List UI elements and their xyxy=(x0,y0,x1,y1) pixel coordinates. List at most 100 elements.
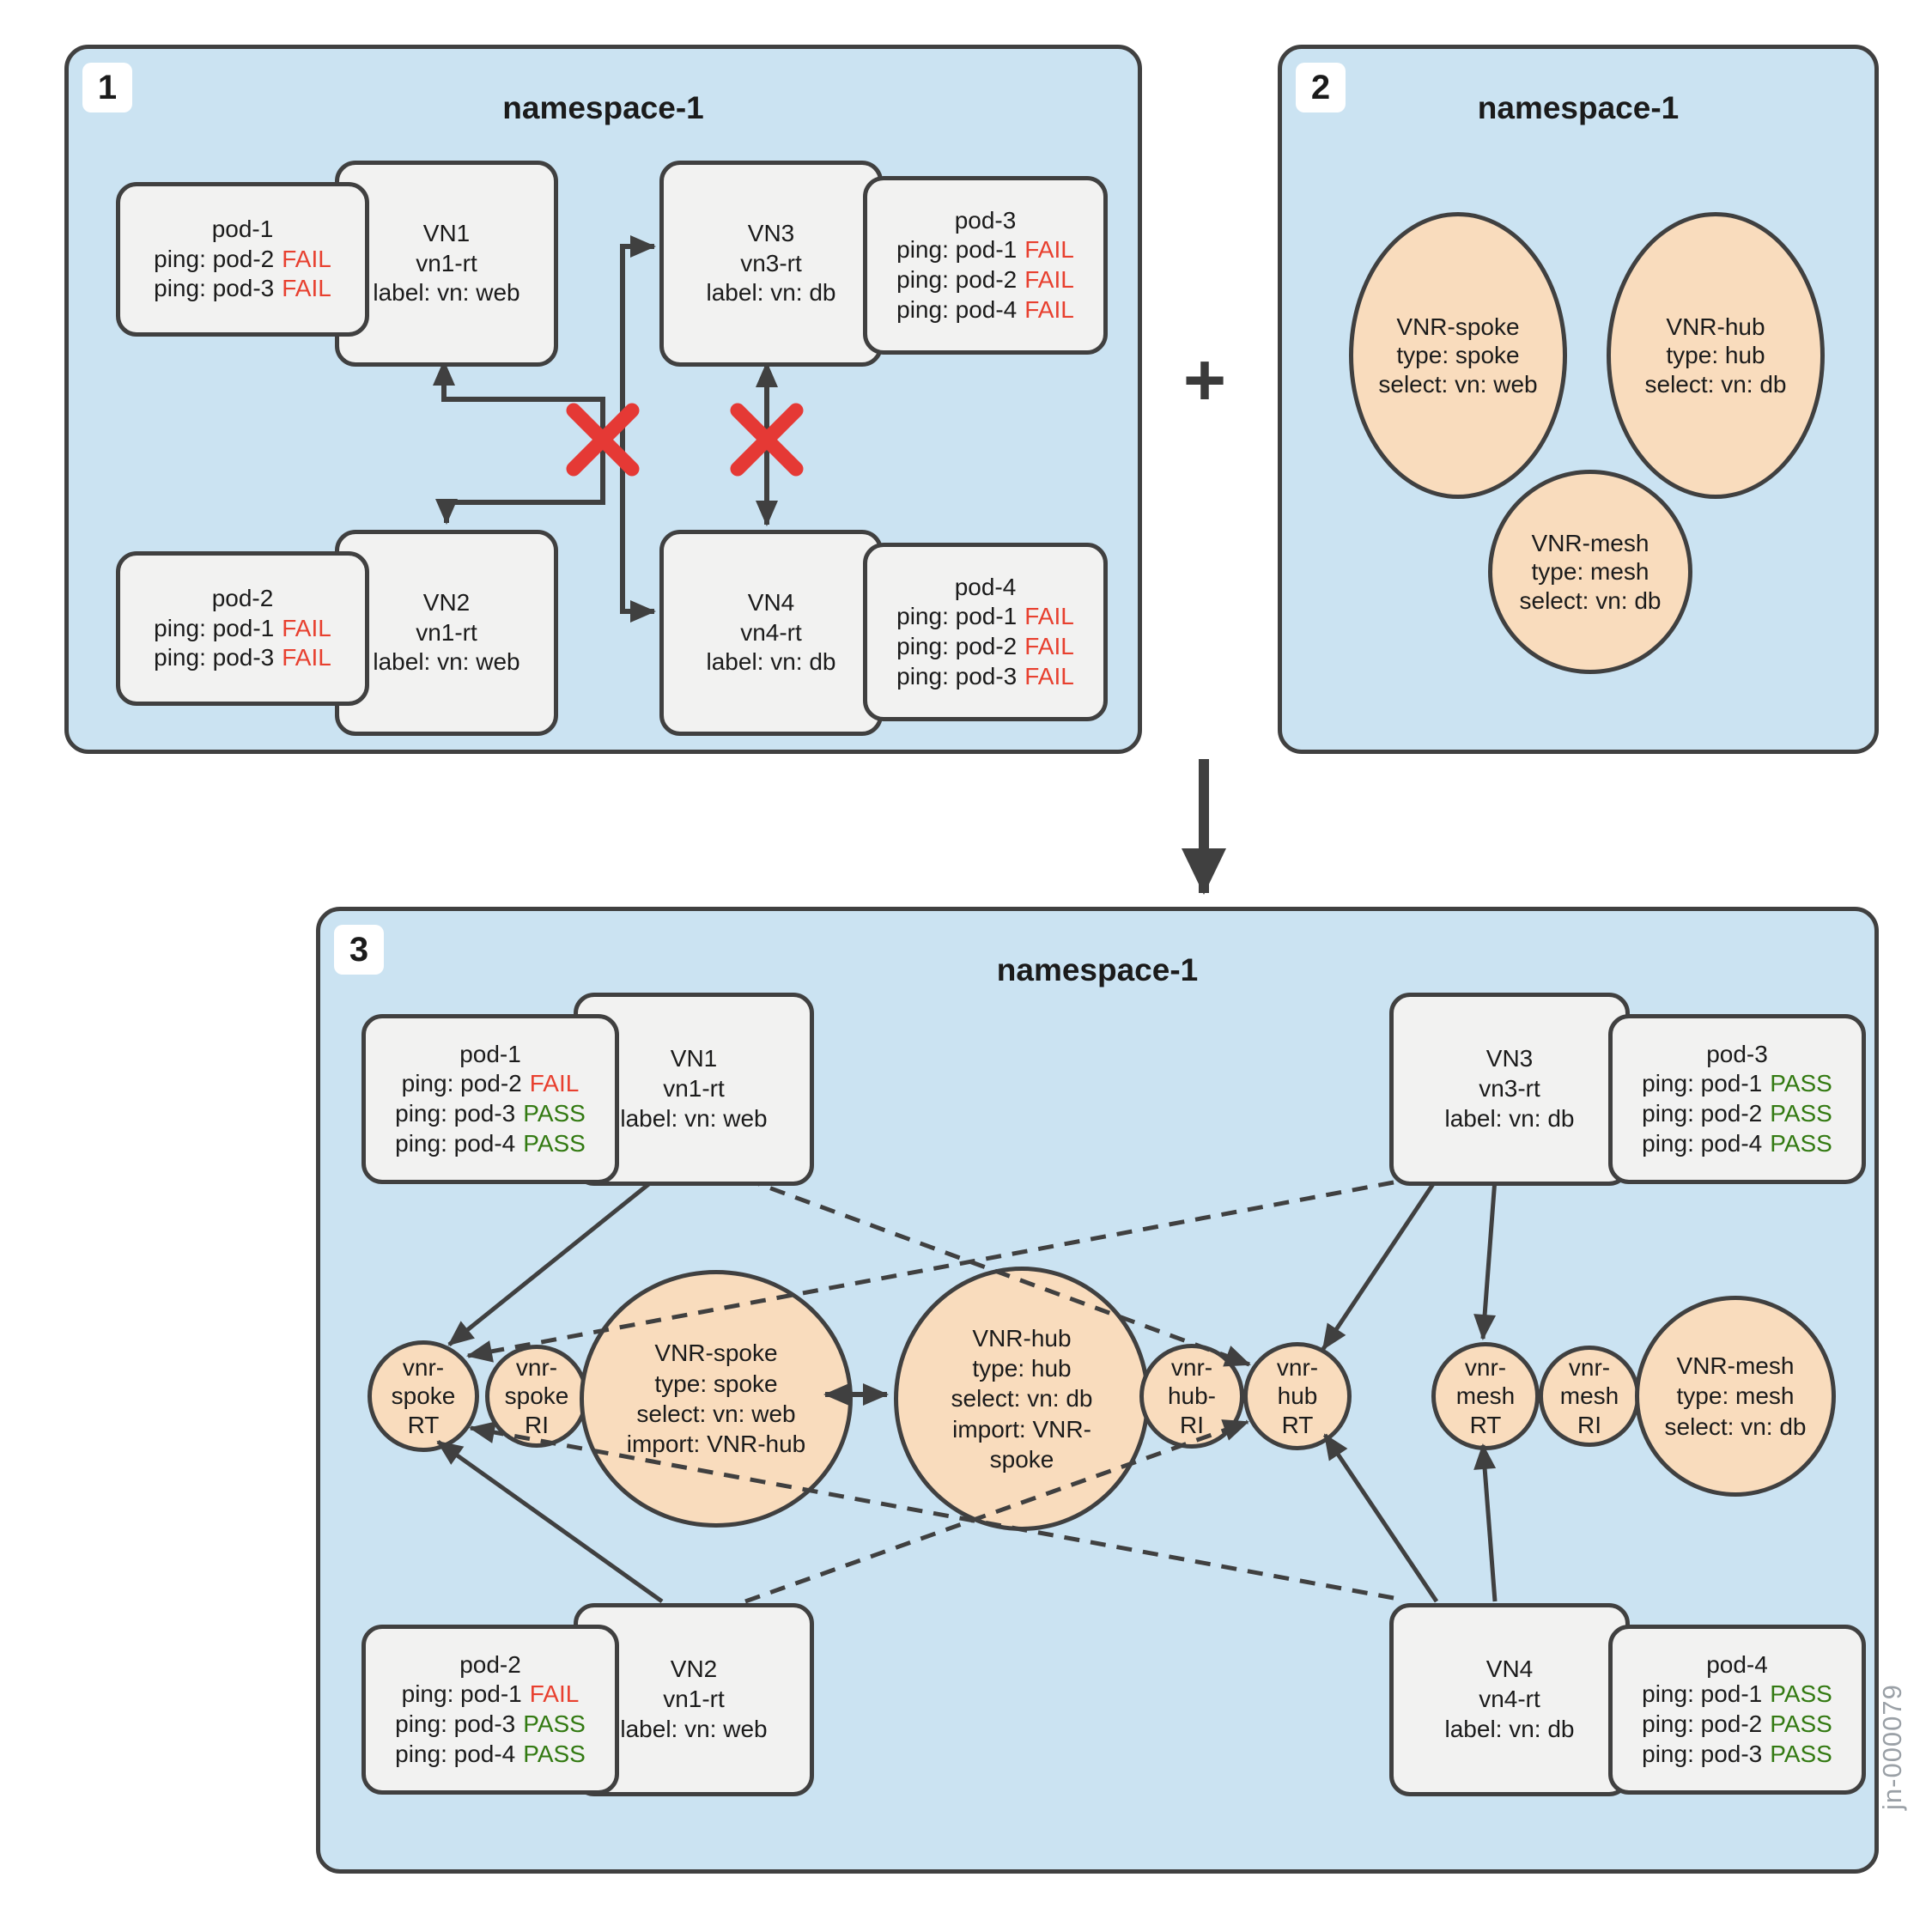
p3-vn4-label: label: vn: db xyxy=(1444,1715,1575,1742)
p3-vn3-box: VN3 vn3-rt label: vn: db xyxy=(1389,993,1630,1186)
p3-vn2-rt: vn1-rt xyxy=(663,1686,725,1713)
circle-line: vnr- xyxy=(1276,1354,1319,1382)
p3-pod2-name: pod-2 xyxy=(459,1650,521,1678)
broken-link-x-icon-left xyxy=(566,403,640,477)
ping-result: ping: pod-3 FAIL xyxy=(154,643,331,673)
p1-vn4-label: label: vn: db xyxy=(706,648,836,676)
dashed-arrow-vn3-to-vnr-spoke-rt xyxy=(466,1180,1394,1363)
circle-line: RT xyxy=(407,1411,440,1438)
p1-vn2-rt: vn1-rt xyxy=(416,618,477,646)
ping-label: ping: pod-1 xyxy=(1642,1070,1763,1097)
p1-vn3-box: VN3 vn3-rt label: vn: db xyxy=(659,161,883,367)
ping-label: ping: pod-1 xyxy=(154,614,275,641)
p3-vn4-rt: vn4-rt xyxy=(1479,1686,1540,1713)
vnr-spoke-select: select: vn: web xyxy=(1378,370,1538,398)
ping-result: ping: pod-3 FAIL xyxy=(896,662,1074,692)
ping-result: ping: pod-2 PASS xyxy=(1642,1099,1832,1129)
p1-vn4-rt: vn4-rt xyxy=(740,618,802,646)
p3-pod4-box: pod-4 ping: pod-1 PASS ping: pod-2 PASS … xyxy=(1608,1625,1866,1795)
arrow-vn1-vn2-elbow xyxy=(433,360,605,525)
ping-result: ping: pod-1 PASS xyxy=(1642,1069,1832,1099)
vnr-hub-type: type: hub xyxy=(972,1355,1072,1382)
ping-label: ping: pod-2 xyxy=(154,245,275,272)
p1-pod1-name: pod-1 xyxy=(211,215,274,242)
p2-vnr-hub-circle: VNR-hub type: hub select: vn: db xyxy=(1607,212,1825,499)
ping-result: ping: pod-4 PASS xyxy=(1642,1129,1832,1159)
p3-vn4-name: VN4 xyxy=(1485,1656,1534,1683)
ping-result: ping: pod-1 FAIL xyxy=(896,602,1074,632)
ping-label: ping: pod-4 xyxy=(395,1129,516,1157)
ping-status: FAIL xyxy=(1024,266,1074,293)
p3-pod4-name: pod-4 xyxy=(1706,1650,1768,1678)
p3-vn3-name: VN3 xyxy=(1485,1045,1534,1072)
p3-pod3-name: pod-3 xyxy=(1706,1040,1768,1067)
p1-pod2-box: pod-2 ping: pod-1 FAIL ping: pod-3 FAIL xyxy=(116,551,369,706)
p3-vnr-hub-rt-circle: vnr- hub RT xyxy=(1243,1342,1352,1450)
circle-line: spoke xyxy=(504,1382,569,1410)
panel-1-connectors xyxy=(433,235,804,623)
p3-pod2-box: pod-2 ping: pod-1 FAIL ping: pod-3 PASS … xyxy=(361,1625,619,1795)
panel-3-step-badge: 3 xyxy=(334,925,384,975)
ping-status: PASS xyxy=(1770,1710,1832,1737)
ping-result: ping: pod-2 PASS xyxy=(1642,1710,1832,1740)
figure-id-watermark: jn-000079 xyxy=(1877,1684,1907,1811)
p1-pod3-name: pod-3 xyxy=(954,206,1017,234)
p3-vn4-box: VN4 vn4-rt label: vn: db xyxy=(1389,1603,1630,1796)
ping-status: FAIL xyxy=(1024,603,1074,630)
p3-vn1-label: label: vn: web xyxy=(620,1104,768,1132)
arrow-vn3-to-vnr-mesh-rt xyxy=(1473,1178,1498,1340)
ping-result: ping: pod-3 PASS xyxy=(1642,1740,1832,1770)
p1-pod4-box: pod-4 ping: pod-1 FAIL ping: pod-2 FAIL … xyxy=(863,543,1108,721)
broken-link-x-icon-right xyxy=(730,403,804,477)
circle-line: vnr- xyxy=(515,1354,558,1382)
ping-label: ping: pod-2 xyxy=(1642,1710,1763,1737)
ping-status: FAIL xyxy=(282,614,331,641)
ping-status: PASS xyxy=(523,1100,586,1127)
ping-label: ping: pod-2 xyxy=(401,1070,522,1097)
ping-result: ping: pod-4 PASS xyxy=(395,1129,586,1159)
p2-vnr-mesh-circle: VNR-mesh type: mesh select: vn: db xyxy=(1488,470,1692,674)
panel-2-title: namespace-1 xyxy=(1477,90,1680,125)
vnr-mesh-select: select: vn: db xyxy=(1664,1413,1807,1440)
ping-status: PASS xyxy=(523,1129,586,1157)
panel-2-step-badge: 2 xyxy=(1296,63,1346,112)
ping-result: ping: pod-1 FAIL xyxy=(402,1680,580,1710)
p3-vn1-name: VN1 xyxy=(670,1045,718,1072)
p3-vnr-spoke-ri-circle: vnr- spoke RI xyxy=(485,1345,588,1448)
ping-result: ping: pod-1 PASS xyxy=(1642,1680,1832,1710)
p1-vn3-label: label: vn: db xyxy=(706,279,836,307)
circle-line: RI xyxy=(1180,1411,1204,1438)
circle-line: mesh xyxy=(1559,1382,1619,1410)
p2-vnr-spoke-circle: VNR-spoke type: spoke select: vn: web xyxy=(1349,212,1567,499)
arrow-vn2-to-vnr-spoke-rt xyxy=(436,1439,664,1604)
ping-status: FAIL xyxy=(529,1070,580,1097)
p1-vn2-label: label: vn: web xyxy=(373,648,520,676)
circle-line: vnr- xyxy=(1568,1354,1611,1382)
p1-pod2-name: pod-2 xyxy=(211,584,274,611)
ping-label: ping: pod-2 xyxy=(1642,1100,1763,1127)
vnr-hub-name: VNR-hub xyxy=(1666,313,1765,341)
ping-status: PASS xyxy=(1770,1740,1832,1767)
ping-result: ping: pod-2 FAIL xyxy=(402,1069,580,1099)
ping-result: ping: pod-4 PASS xyxy=(395,1740,586,1770)
ping-result: ping: pod-2 FAIL xyxy=(154,245,331,275)
ping-status: PASS xyxy=(1770,1680,1832,1708)
ping-result: ping: pod-1 FAIL xyxy=(896,235,1074,265)
circle-line: hub xyxy=(1277,1382,1318,1410)
p1-vn3-name: VN3 xyxy=(747,219,795,246)
dashed-arrow-vn1-to-vnr-hub-rt xyxy=(744,1176,1251,1367)
ping-label: ping: pod-4 xyxy=(1642,1129,1763,1157)
circle-line: spoke xyxy=(391,1382,456,1410)
p3-vnr-spoke-circle: VNR-spoke type: spoke select: vn: web im… xyxy=(580,1270,853,1528)
vnr-mesh-select: select: vn: db xyxy=(1519,586,1662,614)
panel-1-title: namespace-1 xyxy=(502,90,704,125)
vnr-spoke-name: VNR-spoke xyxy=(654,1340,778,1367)
ping-label: ping: pod-4 xyxy=(896,295,1018,323)
panel-3-title: namespace-1 xyxy=(996,952,1199,987)
circle-line: hub- xyxy=(1167,1382,1217,1410)
p3-vn2-name: VN2 xyxy=(670,1656,718,1683)
vnr-mesh-name: VNR-mesh xyxy=(1531,530,1649,557)
vnr-spoke-import: import: VNR-hub xyxy=(626,1431,806,1458)
arrow-elbow-into-vn3-vn4 xyxy=(620,235,656,623)
p1-vn1-box: VN1 vn1-rt label: vn: web xyxy=(335,161,558,367)
